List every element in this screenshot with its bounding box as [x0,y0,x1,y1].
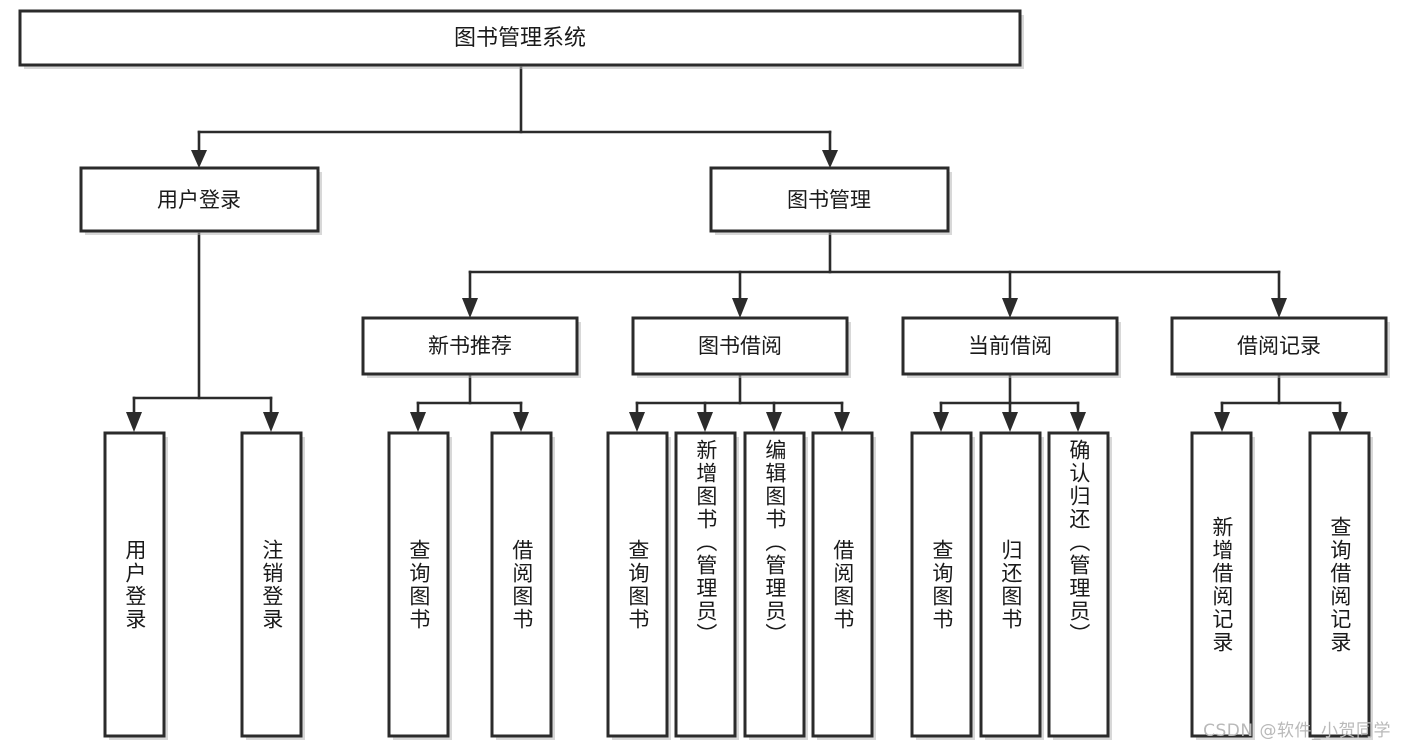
arrow-head-current-leaf1 [933,412,949,432]
node-book-management-box [709,166,950,233]
node-user-login-box [79,166,320,233]
leaf-current-borrow-1-box [979,431,1042,738]
leaf-user-login-1[interactable] [240,431,305,740]
watermark-text: CSDN @软件_小贺同学 [1203,721,1391,741]
leaf-current-borrow-0-box [910,431,973,738]
node-root-box [18,9,1022,67]
leaf-current-borrow-1[interactable] [979,431,1044,740]
arrow-head-record-leaf2 [1332,412,1348,432]
node-book-borrow-label: 图书借阅 [698,334,782,358]
leaf-book-borrow-2[interactable] [743,431,808,740]
node-book-borrow-box [631,316,849,376]
leaf-book-borrow-0-box [606,431,669,738]
arrow-head-newbook [462,298,478,318]
node-borrow-record[interactable]: 借阅记录 [1170,316,1390,378]
node-root-label: 图书管理系统 [454,26,586,51]
arrow-head-borrow-leaf2 [697,412,713,432]
leaf-book-borrow-1[interactable] [674,431,739,740]
arrow-head-record-leaf1 [1214,412,1230,432]
leaf-current-borrow-0[interactable] [910,431,975,740]
node-current-borrow[interactable]: 当前借阅 [901,316,1121,378]
leaf-book-borrow-0[interactable] [606,431,671,740]
node-user-login-label: 用户登录 [157,188,241,212]
arrow-head-user-login-leaf [126,412,142,432]
arrow-head-login [191,150,207,168]
arrow-head-newbook-leaf2 [513,412,529,432]
leaf-current-borrow-2-box [1047,431,1110,738]
node-new-book-recommend-box [361,316,579,376]
leaf-borrow-record-1-box [1308,431,1371,738]
node-current-borrow-label: 当前借阅 [968,334,1052,358]
node-new-book-recommend-label: 新书推荐 [428,334,512,358]
leaf-book-borrow-3[interactable] [811,431,876,740]
arrow-head-record [1271,298,1287,318]
arrow-head-borrow-leaf3 [766,412,782,432]
arrow-head-bookmgmt [822,150,838,168]
arrow-head-borrow-leaf1 [629,412,645,432]
connector-layer [126,66,1348,432]
arrow-head-current-leaf2 [1002,412,1018,432]
leaf-user-login-1-box [240,431,303,738]
arrow-head-current [1002,298,1018,318]
leaf-borrow-record-0-box [1190,431,1253,738]
arrow-head-newbook-leaf1 [410,412,426,432]
arrow-head-current-leaf3 [1070,412,1086,432]
node-borrow-record-box [1170,316,1388,376]
leaf-new-book-0-box [387,431,450,738]
leaf-book-borrow-2-box [743,431,806,738]
node-book-borrow[interactable]: 图书借阅 [631,316,851,378]
node-user-login[interactable]: 用户登录 [79,166,322,235]
leaf-book-borrow-1-box [674,431,737,738]
leaf-book-borrow-3-box [811,431,874,738]
leaf-new-book-0[interactable] [387,431,452,740]
arrow-head-logout-leaf [263,412,279,432]
leaf-borrow-record-1[interactable] [1308,431,1373,740]
node-root[interactable]: 图书管理系统 [18,9,1024,69]
node-book-management[interactable]: 图书管理 [709,166,952,235]
leaf-borrow-record-0[interactable] [1190,431,1255,740]
leaf-user-login-0[interactable] [103,431,168,740]
node-borrow-record-label: 借阅记录 [1237,334,1321,358]
arrow-head-borrow [732,298,748,318]
node-book-management-label: 图书管理 [787,188,871,212]
leaf-user-login-0-box [103,431,166,738]
leaf-new-book-1-box [490,431,553,738]
leaf-current-borrow-2[interactable] [1047,431,1112,740]
node-current-borrow-box [901,316,1119,376]
node-new-book-recommend[interactable]: 新书推荐 [361,316,581,378]
arrow-head-borrow-leaf4 [834,412,850,432]
leaf-new-book-1[interactable] [490,431,555,740]
